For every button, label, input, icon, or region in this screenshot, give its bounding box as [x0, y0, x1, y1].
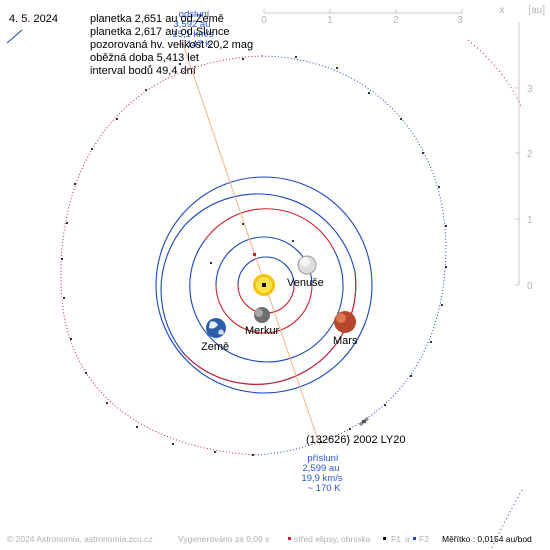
axis-right-tick-3: 3 [527, 84, 533, 95]
orbit-point-dots [61, 56, 447, 456]
axis-right-tick-2: 2 [527, 149, 533, 160]
info-distance-earth: planetka 2,651 au od Země [90, 13, 224, 25]
mars-orbit-blue-left [160, 224, 186, 356]
aphelion-note-line-2: 3,592 au [174, 19, 211, 30]
axis-top-tick-3: 3 [457, 15, 463, 26]
asteroid-name-label: (132626) 2002 LY20 [306, 434, 406, 446]
asteroid-orbit-red-half [60, 55, 263, 456]
axis-top-tick-2: 2 [393, 15, 399, 26]
inner-ring-red-2 [189, 239, 251, 361]
mercury-label: Merkur [245, 325, 280, 337]
venus-orbit-red [215, 284, 313, 334]
axis-top-unit: x [500, 5, 505, 16]
asteroid-marker[interactable] [359, 416, 369, 427]
sun [253, 274, 275, 296]
aphelion-note-line-4: ~ 147 K [178, 39, 212, 50]
earth-planet[interactable] [206, 318, 226, 338]
footer-legend-center: střed elipsy, ohniska [294, 534, 371, 544]
venus-planet[interactable] [297, 255, 317, 275]
footer-copyright: © 2024 Astronomia, astronomia.zcu.cz [7, 534, 153, 544]
inner-ring-blue [249, 249, 344, 363]
inner-ring-red [204, 208, 335, 251]
aphelion-note-line-3: 15,1 km/s [172, 29, 213, 40]
venus-label: Venuše [287, 277, 324, 289]
axis-right [515, 22, 520, 286]
perihelion-note-line-4: ~ 170 K [307, 483, 341, 494]
legend-f2-swatch [413, 537, 416, 540]
perihelion-note-line-3: 19,9 km/s [301, 473, 342, 484]
outer-arc-top-right [467, 39, 523, 109]
axis-right-tick-0: 0 [527, 281, 533, 292]
footer-legend-a: a [405, 534, 410, 544]
mars-label: Mars [333, 335, 358, 347]
apsides-line [182, 43, 321, 447]
footer-generated: Vygenerováno za 0,09 s [178, 534, 269, 544]
axis-right-tick-1: 1 [527, 215, 533, 226]
axis-top-tick-0: 0 [261, 15, 267, 26]
earth-orbit [155, 176, 373, 394]
aphelion-note-line-1: odsluní [179, 9, 210, 20]
mercury-planet[interactable] [254, 307, 270, 323]
axis-right-unit: [au] [528, 5, 545, 16]
mercury-orbit-blue [237, 256, 295, 286]
perihelion-note-line-1: přísluní [307, 453, 339, 464]
legend-center-swatch [288, 537, 291, 540]
footer-legend-f1: F1 [391, 534, 401, 544]
earth-label: Země [201, 341, 229, 353]
perihelion-note-line-2: 2,599 au [303, 463, 340, 474]
date-label: 4. 5. 2024 [9, 13, 58, 25]
info-interval: interval bodů 49,4 dní [90, 65, 196, 77]
legend-f1-swatch [383, 537, 386, 540]
footer-scale: Měřítko : 0,0154 au/bod [442, 534, 532, 544]
ellipse-center-marker [253, 253, 256, 256]
info-period: oběžná doba 5,413 let [90, 52, 199, 64]
mars-orbit-red [184, 271, 357, 385]
mars-planet[interactable] [334, 311, 356, 333]
footer-legend-f2: F2 [419, 534, 429, 544]
info-magnitude: pozorovaná hv. velikost 20,2 mag [90, 39, 253, 51]
axis-top-tick-1: 1 [327, 15, 333, 26]
axis-top [263, 9, 463, 14]
asteroid-orbit-blue-half [257, 55, 447, 456]
corner-mark [6, 29, 23, 44]
info-distance-sun: planetka 2,617 au od Slunce [90, 26, 229, 38]
